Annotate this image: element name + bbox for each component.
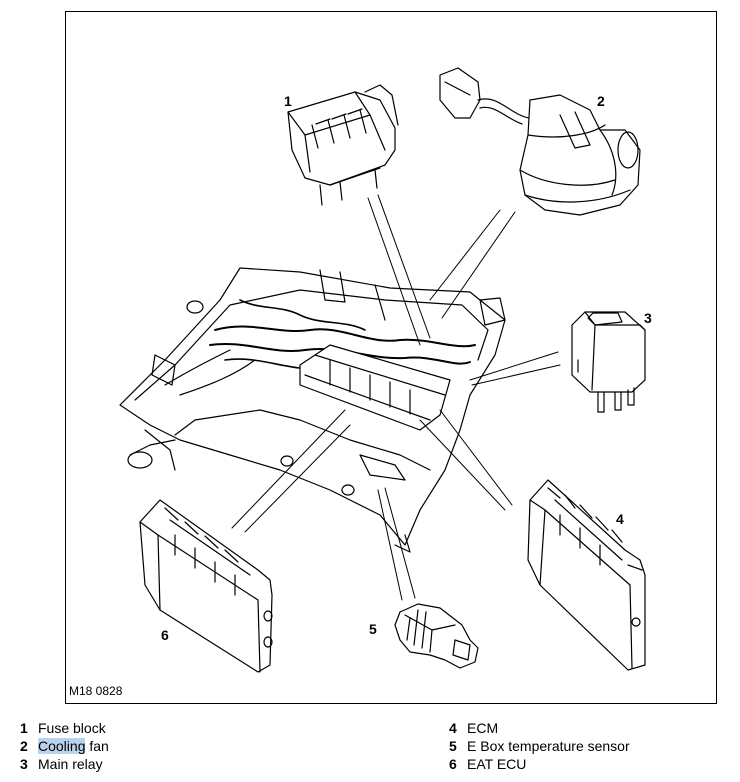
legend-item: 2 Cooling fan [20,737,109,755]
legend-label: fan [85,738,109,754]
callout-1: 1 [284,93,292,109]
legend-item: 3 Main relay [20,755,109,773]
e-box-tray [119,267,506,553]
legend-label: Main relay [38,756,103,772]
main-relay [571,311,646,413]
legend-number: 1 [20,720,28,736]
leader-lines [231,194,561,601]
legend-number: 5 [449,738,457,754]
callout-6: 6 [161,627,169,643]
legend-left: 1 Fuse block 2 Cooling fan 3 Main relay [20,719,109,773]
callout-3: 3 [644,310,652,326]
callout-5: 5 [369,621,377,637]
legend-right: 4 ECM 5 E Box temperature sensor 6 EAT ECU [449,719,630,773]
legend-label: E Box temperature sensor [467,738,630,754]
legend-item: 1 Fuse block [20,719,109,737]
fuse-block [287,84,399,206]
cooling-fan [439,67,641,216]
eat-ecu [139,499,273,673]
legend-number: 6 [449,756,457,772]
legend-item: 5 E Box temperature sensor [449,737,630,755]
e-box-temperature-sensor [394,603,479,669]
legend-number: 2 [20,738,28,754]
callout-4: 4 [616,511,624,527]
legend-label-highlighted[interactable]: Cooling [38,738,86,754]
legend-number: 4 [449,720,457,736]
legend-label: EAT ECU [467,756,527,772]
legend-item: 6 EAT ECU [449,755,630,773]
legend-number: 3 [20,756,28,772]
figure-code: M18 0828 [69,684,123,698]
ecm [527,479,646,671]
legend-label: Fuse block [38,720,106,736]
callout-2: 2 [597,93,605,109]
legend-label: ECM [467,720,499,736]
legend-item: 4 ECM [449,719,630,737]
